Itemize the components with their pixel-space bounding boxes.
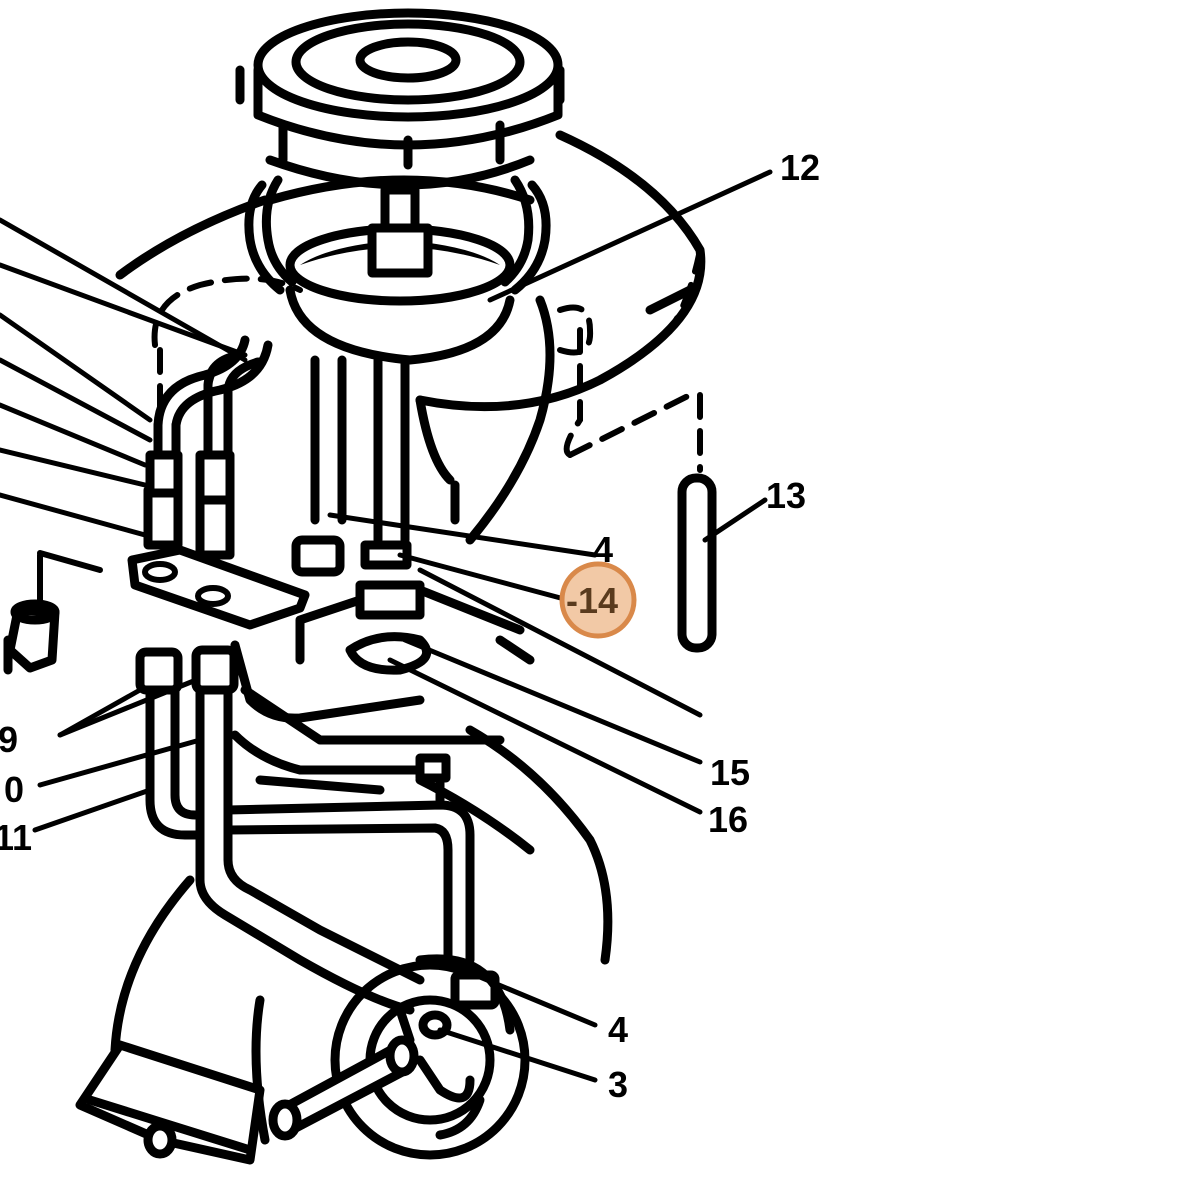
callout-labels: 12 13 4 -14 15 16 4 3 9 0 11 — [0, 147, 820, 1105]
rod-part — [682, 395, 712, 648]
side-fitting — [8, 553, 100, 670]
callout-12: 12 — [780, 147, 820, 188]
callout-15: 15 — [710, 752, 750, 793]
callout-3: 3 — [608, 1064, 628, 1105]
callout-4-lower: 4 — [608, 1009, 628, 1050]
center-fittings — [296, 540, 530, 670]
callout-11: 11 — [0, 817, 32, 858]
callout-9: 9 — [0, 719, 18, 760]
clamp-ring — [249, 180, 546, 360]
housing-body — [120, 135, 701, 540]
callout-13: 13 — [766, 475, 806, 516]
left-bracket — [132, 340, 305, 625]
center-stud — [315, 190, 428, 540]
leader-lines — [0, 172, 770, 1080]
callout-14: -14 — [566, 580, 618, 621]
callout-10: 0 — [4, 769, 24, 810]
lower-housing — [235, 645, 608, 960]
callout-4-upper: 4 — [593, 529, 613, 570]
filter-cap — [240, 13, 560, 185]
highlight-marker — [562, 564, 634, 636]
hoses — [140, 650, 470, 1010]
callout-16: 16 — [708, 799, 748, 840]
